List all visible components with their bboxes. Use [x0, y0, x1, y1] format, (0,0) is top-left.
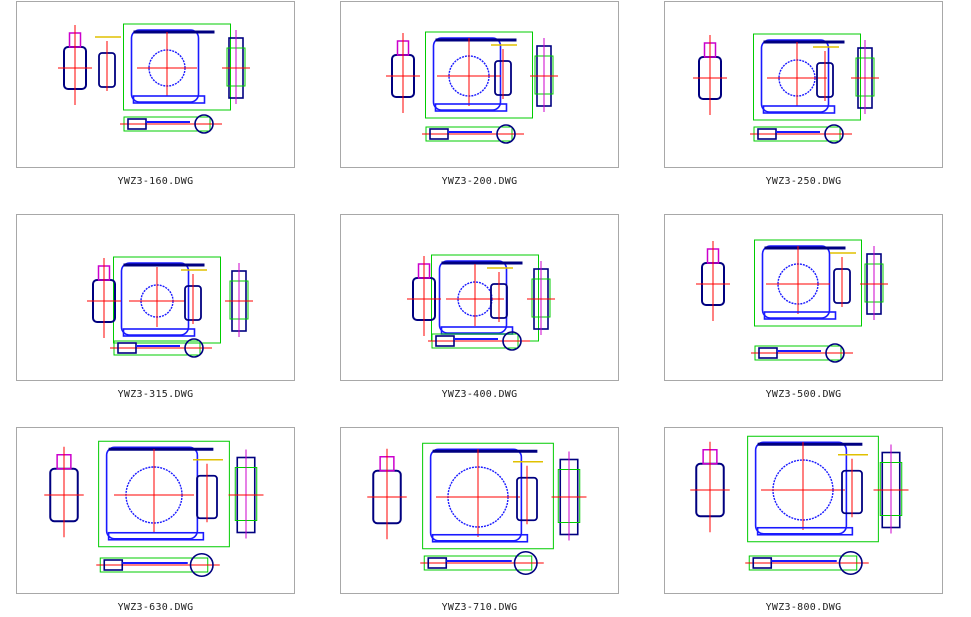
plan-wheel [513, 550, 538, 576]
drawing-preview[interactable] [16, 214, 295, 381]
plan-thruster [127, 118, 147, 130]
drawing-thumbnail[interactable]: YWZ3-400.DWG [340, 214, 619, 404]
drawing-thumbnail[interactable]: YWZ3-710.DWG [340, 427, 619, 617]
brake-arm [761, 245, 831, 319]
plan-wheel [189, 552, 214, 578]
plan-wheel [194, 114, 214, 134]
plan-thruster [435, 335, 455, 347]
drawing-preview[interactable] [16, 1, 295, 168]
plan-wheel [502, 331, 522, 351]
base-plate [132, 95, 206, 104]
cad-drawing [693, 33, 879, 144]
cad-drawing [87, 256, 253, 358]
file-name: YWZ3-160.DWG [117, 176, 194, 187]
cad-drawing [367, 442, 587, 576]
dimension-frame [425, 31, 533, 119]
cad-drawing [407, 254, 555, 351]
brake-arm [438, 260, 508, 334]
cad-drawing [690, 435, 909, 576]
base-plate [122, 328, 196, 337]
file-name: YWZ3-500.DWG [765, 389, 842, 400]
plan-wheel [825, 343, 845, 363]
drawing-preview[interactable] [664, 427, 943, 594]
file-name: YWZ3-315.DWG [117, 389, 194, 400]
base-plate [763, 311, 837, 320]
plan-thruster [752, 557, 773, 569]
plan-thruster [758, 347, 778, 359]
file-name: YWZ3-710.DWG [441, 602, 518, 613]
drawing-thumbnail[interactable]: YWZ3-160.DWG [16, 1, 295, 191]
cad-drawing [44, 440, 264, 578]
dimension-frame [123, 23, 231, 111]
plan-wheel [184, 338, 204, 358]
drawing-thumbnail[interactable]: YWZ3-315.DWG [16, 214, 295, 404]
plan-thruster [757, 128, 777, 140]
plan-thruster [427, 557, 448, 569]
file-name: YWZ3-800.DWG [765, 602, 842, 613]
file-name: YWZ3-200.DWG [441, 176, 518, 187]
brake-arm [120, 262, 190, 336]
cad-drawing [696, 239, 888, 363]
file-name: YWZ3-400.DWG [441, 389, 518, 400]
drawing-preview[interactable] [16, 427, 295, 594]
brake-arm [429, 448, 523, 542]
drawing-preview[interactable] [340, 214, 619, 381]
brake-arm [760, 39, 830, 113]
drawing-preview[interactable] [340, 427, 619, 594]
plan-thruster [117, 342, 137, 354]
plan-thruster [103, 559, 124, 571]
drawing-thumbnail[interactable]: YWZ3-200.DWG [340, 1, 619, 191]
base-plate [762, 105, 836, 114]
plan-thruster [429, 128, 449, 140]
drawing-thumbnail[interactable]: YWZ3-500.DWG [664, 214, 943, 404]
plan-wheel [496, 124, 516, 144]
base-plate [434, 103, 508, 112]
dimension-frame [753, 33, 861, 121]
dimension-frame [98, 440, 230, 548]
drawing-thumbnail[interactable]: YWZ3-800.DWG [664, 427, 943, 617]
cad-drawing [386, 31, 558, 144]
brake-arm [130, 29, 200, 103]
drawing-preview[interactable] [664, 1, 943, 168]
brake-arm [432, 37, 502, 111]
file-name: YWZ3-630.DWG [117, 602, 194, 613]
plan-wheel [824, 124, 844, 144]
dimension-frame [431, 254, 539, 342]
brake-arm [105, 446, 199, 540]
plan-wheel [838, 550, 863, 576]
base-plate [756, 526, 854, 536]
dimension-frame [747, 435, 879, 543]
dimension-frame [422, 442, 554, 550]
base-plate [107, 531, 205, 541]
drawing-thumbnail[interactable]: YWZ3-630.DWG [16, 427, 295, 617]
brake-arm [754, 441, 848, 535]
drawing-preview[interactable] [664, 214, 943, 381]
dimension-frame [113, 256, 221, 344]
drawing-thumbnail[interactable]: YWZ3-250.DWG [664, 1, 943, 191]
cad-drawing [58, 23, 250, 134]
base-plate [431, 533, 529, 543]
drawing-preview[interactable] [340, 1, 619, 168]
dimension-frame [754, 239, 862, 327]
file-name: YWZ3-250.DWG [765, 176, 842, 187]
